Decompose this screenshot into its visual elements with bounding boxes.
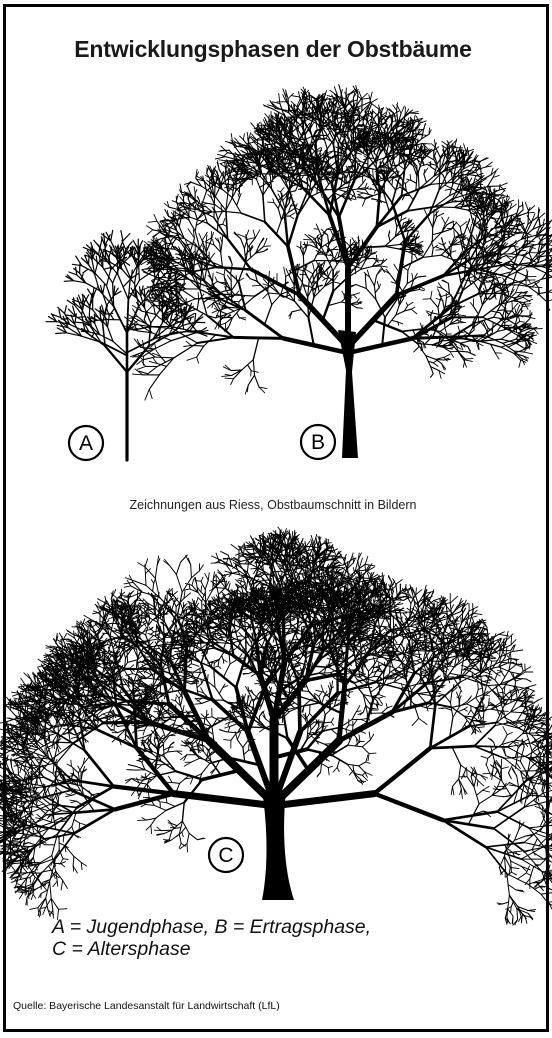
- source-note: Quelle: Bayerische Landesanstalt für Lan…: [13, 1000, 280, 1012]
- legend-line-1: A = Jugendphase, B = Ertragsphase,: [52, 916, 371, 938]
- badge-a: A: [69, 426, 103, 460]
- badge-c: C: [209, 838, 243, 872]
- badge-b: B: [301, 425, 335, 459]
- phase-legend: A = Jugendphase, B = Ertragsphase, C = A…: [52, 916, 371, 960]
- old-tree-icon: [0, 527, 552, 925]
- mature-tree-icon: [124, 84, 552, 458]
- legend-line-2: C = Altersphase: [52, 938, 371, 960]
- drawing-credit: Zeichnungen aus Riess, Obstbaumschnitt i…: [0, 498, 546, 512]
